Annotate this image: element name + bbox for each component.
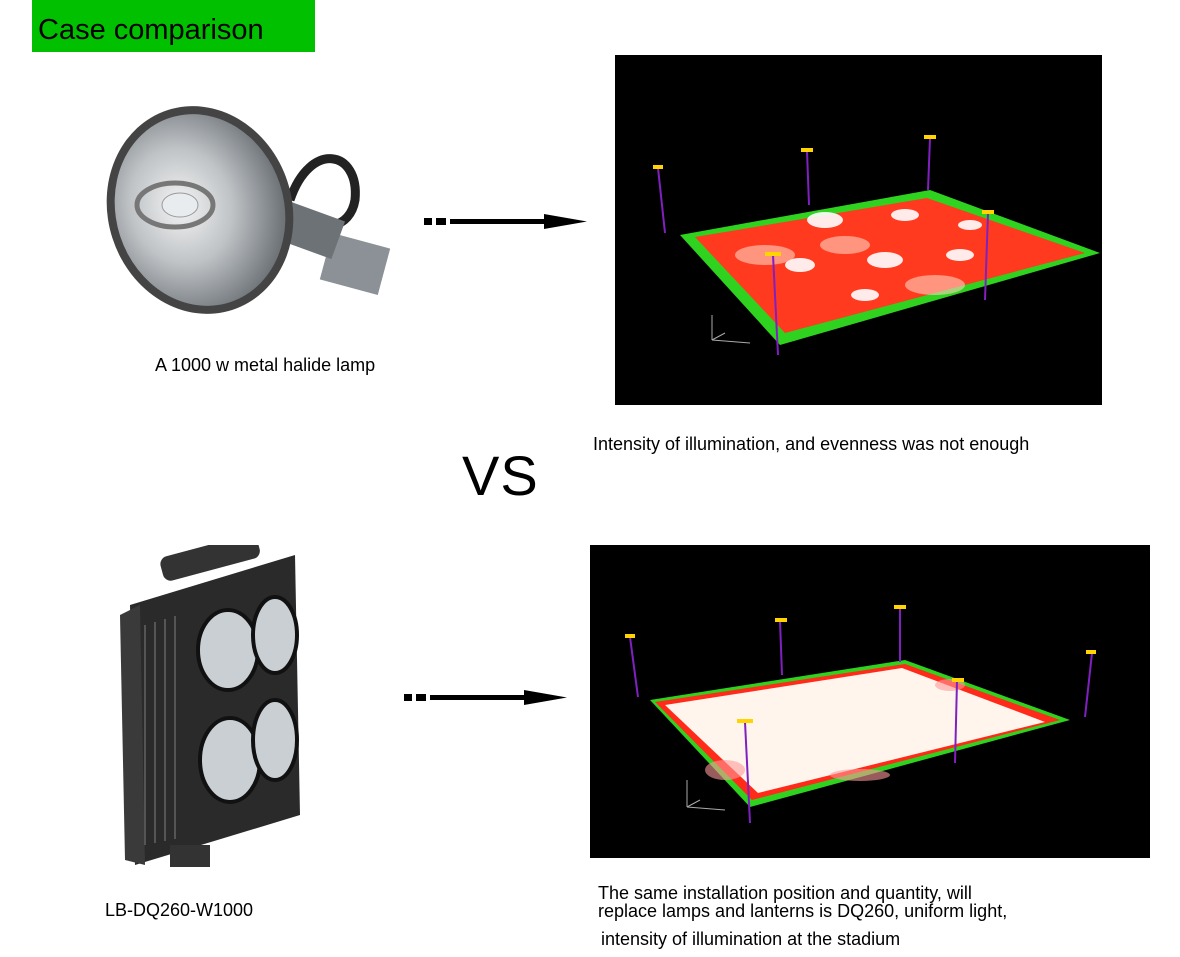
versus-label: VS xyxy=(462,444,539,507)
after-result-caption-line: The same installation position and quant… xyxy=(598,883,972,903)
after-result-caption: The same installation position and quant… xyxy=(598,884,1007,948)
after-product-caption: LB-DQ260-W1000 xyxy=(105,900,254,920)
after-result-caption-line: replace lamps and lanterns is DQ260, uni… xyxy=(598,901,1008,921)
before-result-caption: Intensity of illumination, and evenness … xyxy=(593,434,1030,454)
title-banner: Case comparison xyxy=(32,0,315,52)
arrow-right-icon xyxy=(404,690,567,705)
after-result-caption-line: intensity of illumination at the stadium xyxy=(601,929,901,949)
before-product-caption: A 1000 w metal halide lamp xyxy=(155,355,376,375)
led-floodlight-image xyxy=(120,545,300,867)
illumination-render-before xyxy=(615,55,1102,405)
illumination-render-after xyxy=(590,545,1150,858)
metal-halide-lamp-image xyxy=(106,106,391,314)
page-title: Case comparison xyxy=(38,14,264,46)
arrow-right-icon xyxy=(424,214,587,229)
